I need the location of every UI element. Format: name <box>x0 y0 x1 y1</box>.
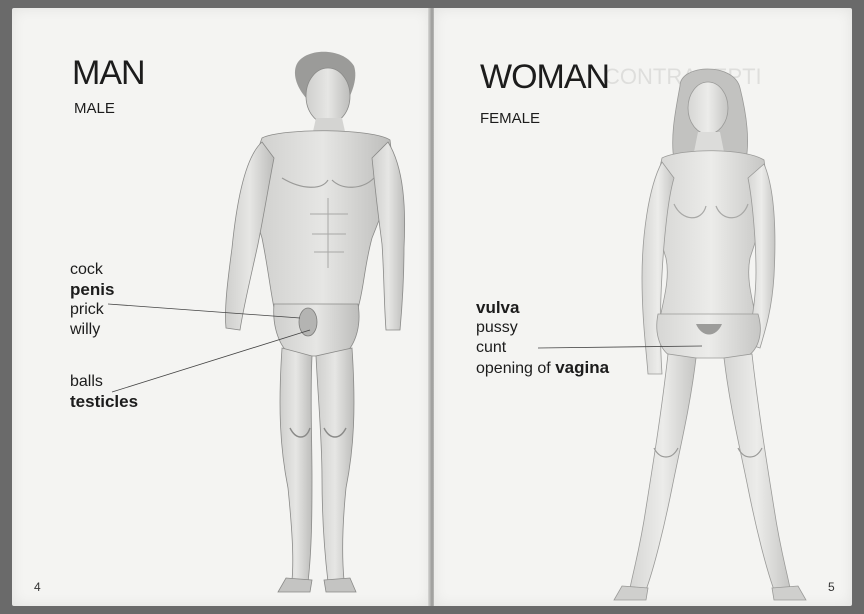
male-figure-illustration <box>12 8 430 606</box>
left-page: MAN MALE cock penis prick willy balls te… <box>12 8 430 606</box>
right-page: CONTRACEPTI WOMAN FEMALE vulva pussy cun… <box>434 8 852 606</box>
female-figure-illustration <box>434 8 852 606</box>
